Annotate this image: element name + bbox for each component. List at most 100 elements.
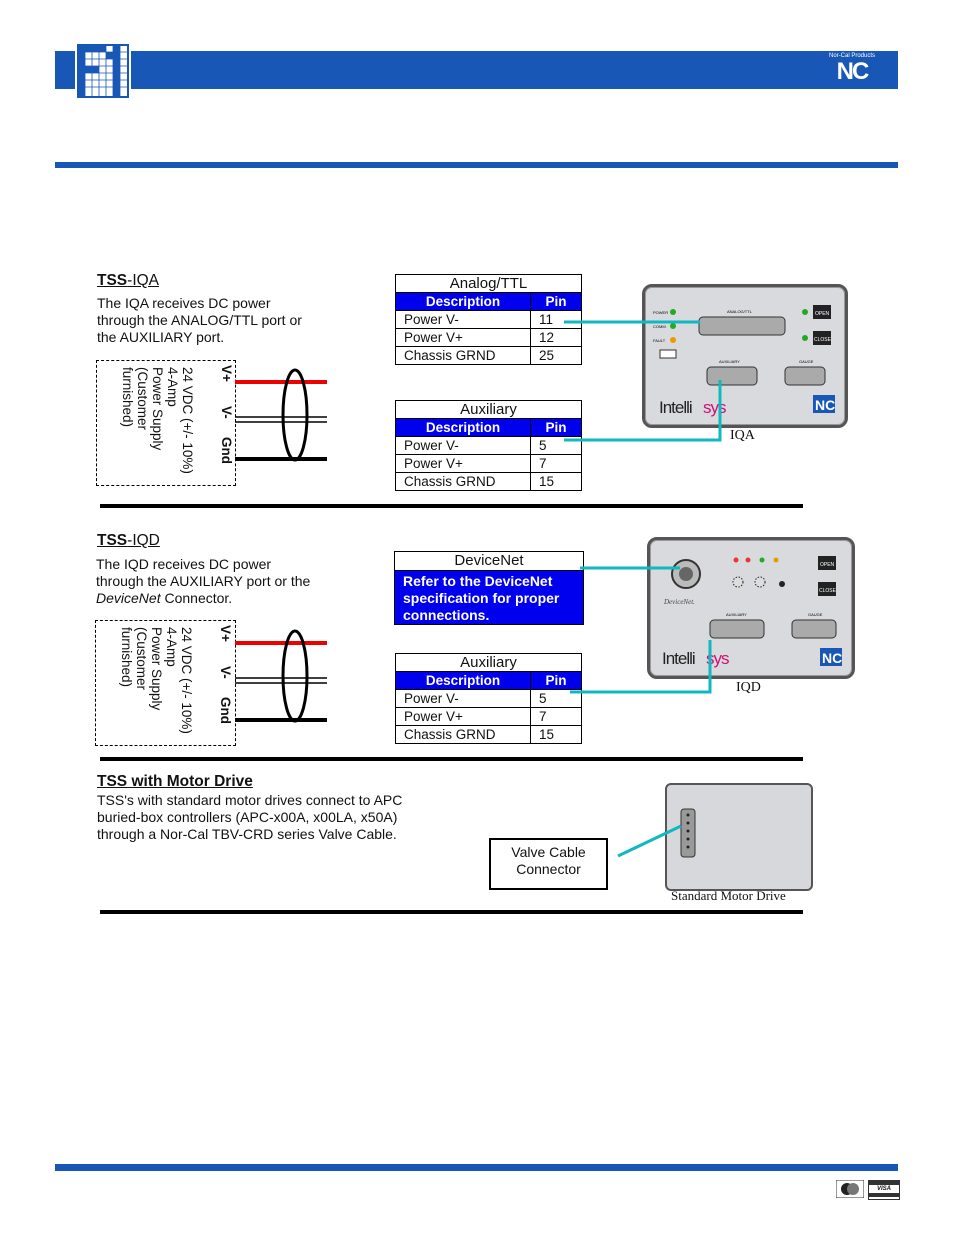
table-cell: 12 xyxy=(530,328,582,347)
iqa-aux-header-description: Description xyxy=(395,418,531,437)
valve-cable-connector-box: Valve Cable Connector xyxy=(489,838,608,890)
iqa-cable-lines xyxy=(564,320,722,442)
iqd-heading: TSS-IQD xyxy=(97,532,160,550)
iqd-heading-suffix: -IQD xyxy=(127,532,160,549)
table-cell: Power V+ xyxy=(395,328,531,347)
mastercard-icon xyxy=(835,1179,865,1199)
svg-text:Intelli: Intelli xyxy=(662,649,695,668)
iqd-cable-lines xyxy=(570,566,712,694)
iqd-text-devicenet: DeviceNet xyxy=(96,590,161,606)
table-cell: 7 xyxy=(530,707,582,726)
iqd-vplus-label: V+ xyxy=(218,625,233,642)
section-separator xyxy=(100,757,803,761)
svg-text:ANALOG/TTL: ANALOG/TTL xyxy=(727,309,753,314)
brand-mark: NC xyxy=(836,58,870,85)
svg-text:NC: NC xyxy=(815,397,835,413)
devicenet-box: DeviceNet Refer to the DeviceNet specifi… xyxy=(394,551,584,625)
table-cell: Chassis GRND xyxy=(395,472,531,491)
section-separator xyxy=(100,504,803,508)
iqa-power-supply-label: 24 VDC (+/- 10%) 4-Amp Power Supply (Cus… xyxy=(120,367,195,474)
iqd-aux-header-description: Description xyxy=(395,671,531,690)
table-row: Power V-5 xyxy=(395,436,582,455)
analog-ttl-table: Analog/TTL Description Pin Power V-11 Po… xyxy=(395,274,582,365)
top-rule xyxy=(55,162,898,168)
svg-text:CLOSE: CLOSE xyxy=(819,588,837,594)
iqa-vplus-label: V+ xyxy=(219,365,234,382)
iqa-heading-prefix: TSS xyxy=(97,272,128,289)
iqa-wiring xyxy=(235,368,327,462)
svg-text:DeviceNet.: DeviceNet. xyxy=(663,598,695,606)
iqd-power-supply-label: 24 VDC (+/- 10%) 4-Amp Power Supply (Cus… xyxy=(119,627,194,734)
svg-text:sys: sys xyxy=(706,649,729,668)
motor-heading: TSS with Motor Drive xyxy=(97,773,253,790)
motor-caption: Standard Motor Drive xyxy=(671,888,786,903)
header-bar xyxy=(55,51,898,89)
table-row: Power V+7 xyxy=(395,454,582,473)
svg-text:GAUGE: GAUGE xyxy=(808,612,823,617)
iqa-aux-header-pin: Pin xyxy=(530,418,582,437)
devicenet-title: DeviceNet xyxy=(395,552,583,571)
table-cell: Power V+ xyxy=(395,707,531,726)
iqd-vminus-label: V- xyxy=(218,666,233,679)
company-logo xyxy=(75,42,131,100)
table-row: Power V+7 xyxy=(395,707,582,726)
svg-text:COMM: COMM xyxy=(653,324,666,329)
table-row: Power V+12 xyxy=(395,328,582,347)
iqa-aux-table-title: Auxiliary xyxy=(395,400,582,419)
table-row: Power V-5 xyxy=(395,689,582,708)
iqd-aux-table-title: Auxiliary xyxy=(395,653,582,672)
iqd-controller-image: DeviceNet. OPEN CLOSE AUXILIARY GAUGE In… xyxy=(647,537,855,679)
iqd-gnd-label: Gnd xyxy=(218,697,233,724)
motor-description: TSS's with standard motor drives connect… xyxy=(97,792,403,842)
svg-text:Intelli: Intelli xyxy=(659,398,692,417)
svg-text:CLOSE: CLOSE xyxy=(814,337,832,343)
iqa-heading-suffix: -IQA xyxy=(127,272,160,289)
iqa-caption: IQA xyxy=(730,428,755,443)
iqa-description: The IQA receives DC power through the AN… xyxy=(97,295,302,345)
svg-text:AUXILIARY: AUXILIARY xyxy=(726,612,747,617)
iqa-heading: TSS-IQA xyxy=(97,272,159,290)
svg-text:NC: NC xyxy=(822,650,842,666)
iqd-wiring xyxy=(235,629,327,723)
analog-header-pin: Pin xyxy=(530,292,582,311)
svg-text:OPEN: OPEN xyxy=(815,311,830,317)
svg-text:OPEN: OPEN xyxy=(820,562,835,568)
iqd-auxiliary-table: Auxiliary Description Pin Power V-5 Powe… xyxy=(395,653,582,744)
analog-header-description: Description xyxy=(395,292,531,311)
iqa-power-supply-box xyxy=(96,360,236,486)
svg-text:POWER: POWER xyxy=(653,310,668,315)
table-cell: Power V- xyxy=(395,310,531,329)
svg-text:AUXILIARY: AUXILIARY xyxy=(719,359,740,364)
iqd-aux-header-pin: Pin xyxy=(530,671,582,690)
visa-icon: VISA xyxy=(868,1180,900,1200)
table-cell: 7 xyxy=(530,454,582,473)
table-cell: 15 xyxy=(530,725,582,744)
iqd-text-pre: The IQD receives DC power through the AU… xyxy=(96,556,311,589)
table-cell: 25 xyxy=(530,346,582,365)
iqd-heading-prefix: TSS xyxy=(97,532,128,549)
analog-table-title: Analog/TTL xyxy=(395,274,582,293)
table-cell: Chassis GRND xyxy=(395,346,531,365)
iqa-gnd-label: Gnd xyxy=(219,437,234,464)
motor-cable-line xyxy=(617,824,682,858)
svg-text:GAUGE: GAUGE xyxy=(799,359,814,364)
iqa-controller-image: POWER COMM FAULT ANALOG/TTL OPEN CLOSE A… xyxy=(642,284,848,428)
iqd-description: The IQD receives DC power through the AU… xyxy=(96,556,321,607)
norcal-logo: Nor-Cal Products NC xyxy=(826,53,878,87)
section-separator xyxy=(100,910,803,914)
table-cell: Power V+ xyxy=(395,454,531,473)
table-row: Power V-11 xyxy=(395,310,582,329)
iqd-caption: IQD xyxy=(736,680,761,695)
table-cell: Power V- xyxy=(395,436,531,455)
table-cell: Chassis GRND xyxy=(395,725,531,744)
table-cell: Power V- xyxy=(395,689,531,708)
iqa-vminus-label: V- xyxy=(219,406,234,419)
bottom-rule xyxy=(55,1164,898,1171)
motor-drive-image xyxy=(665,783,813,891)
visa-text: VISA xyxy=(876,1186,891,1192)
brand-small-text: Nor-Cal Products xyxy=(828,53,875,59)
iqd-text-post: Connector. xyxy=(160,590,233,606)
